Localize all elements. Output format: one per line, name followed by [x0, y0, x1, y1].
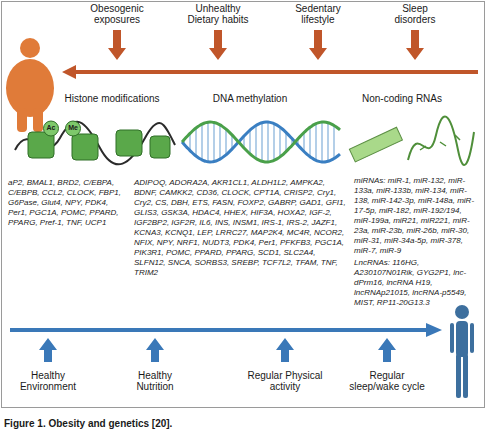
helix-rung: [255, 126, 257, 159]
figure-caption: Figure 1. Obesity and genetics [20].: [4, 418, 474, 429]
helix-rung: [327, 123, 329, 162]
helix-rung: [207, 122, 209, 162]
helix-rung: [201, 124, 203, 160]
person-leg: [33, 108, 43, 132]
rna-list: LncRNAs: 116HG, A230107N01Rik, GYG2P1, l…: [354, 258, 480, 308]
person-head: [20, 38, 40, 58]
acetyl-tag: [44, 121, 59, 136]
person-body: [456, 321, 468, 357]
left-arrow: [62, 65, 478, 79]
helix-rung: [333, 125, 335, 158]
mark-tag: Me: [65, 124, 81, 132]
person-leg: [463, 354, 468, 398]
right-arrow: [10, 323, 442, 337]
column-heading: DNA methylation: [200, 93, 300, 104]
column-heading: Histone modifications: [58, 93, 166, 104]
gene-list: ADIPOQ, ADORA2A, AKR1CL1, ALDH1L2, AMPKA…: [134, 178, 348, 278]
person-leg: [17, 108, 27, 132]
lean-person: [450, 305, 474, 398]
helix-rung: [273, 124, 275, 161]
risk-label: Unhealthy Dietary habits: [180, 3, 256, 25]
obese-person: [6, 38, 54, 132]
risk-arrows: [62, 30, 478, 79]
helix-rung: [279, 127, 281, 157]
rna-list: miRNAs: miR-1, miR-132, miR-133a, miR-13…: [354, 176, 480, 256]
gene-list: aP2, BMAL1, BRD2, C/EBPA, C/EBPB, CCL2, …: [8, 178, 128, 228]
helix-rung: [315, 124, 317, 161]
healthy-label: Regular sleep/wake cycle: [344, 370, 430, 392]
histone-core: [72, 134, 98, 160]
risk-label: Sleep disorders: [382, 3, 448, 25]
person-body: [6, 59, 54, 117]
column-heading: Non-coding RNAs: [350, 93, 454, 104]
person-arm: [470, 323, 474, 353]
helix-strand: [182, 122, 340, 162]
helix-rung: [261, 123, 263, 162]
risk-label: Obesogenic exposures: [80, 3, 154, 25]
down-arrow: [209, 30, 227, 60]
helix-rung: [213, 122, 215, 161]
helix-rung: [285, 132, 287, 151]
healthy-label: Healthy Nutrition: [122, 370, 188, 392]
methyl-tag: [66, 121, 81, 136]
rna-strand: [408, 116, 474, 164]
nucleosome-illustration: [15, 121, 175, 164]
down-arrow: [309, 30, 327, 60]
helix-rung: [321, 122, 323, 162]
person-head: [455, 305, 469, 319]
up-arrow: [276, 338, 294, 362]
helix-rung: [249, 130, 251, 154]
rna-loops: [420, 135, 460, 150]
mark-tag: Ac: [43, 124, 59, 132]
dna-helix: [182, 122, 340, 162]
person-arm: [450, 323, 454, 353]
healthy-label: Regular Physical activity: [243, 370, 327, 392]
helix-rung: [219, 125, 221, 159]
up-arrow: [146, 338, 164, 362]
down-arrow: [108, 30, 126, 60]
figure-frame: [2, 2, 485, 408]
helix-strand: [182, 122, 340, 162]
dna-strand: [15, 122, 175, 165]
up-arrow: [378, 338, 396, 362]
rna-ribbon: [349, 127, 402, 162]
up-arrow: [39, 338, 57, 362]
rna-illustration: [349, 116, 474, 164]
risk-label: Sedentary lifestyle: [285, 3, 351, 25]
person-leg: [456, 354, 461, 398]
histone-core: [116, 130, 142, 156]
helix-rung: [303, 133, 305, 152]
helix-rung: [195, 128, 197, 156]
protective-arrows: [10, 323, 442, 362]
healthy-label: Healthy Environment: [12, 370, 84, 392]
helix-rung: [225, 129, 227, 155]
helix-rung: [309, 127, 311, 156]
helix-rung: [267, 122, 269, 162]
down-arrow: [406, 30, 424, 60]
histone-core: [150, 136, 170, 158]
